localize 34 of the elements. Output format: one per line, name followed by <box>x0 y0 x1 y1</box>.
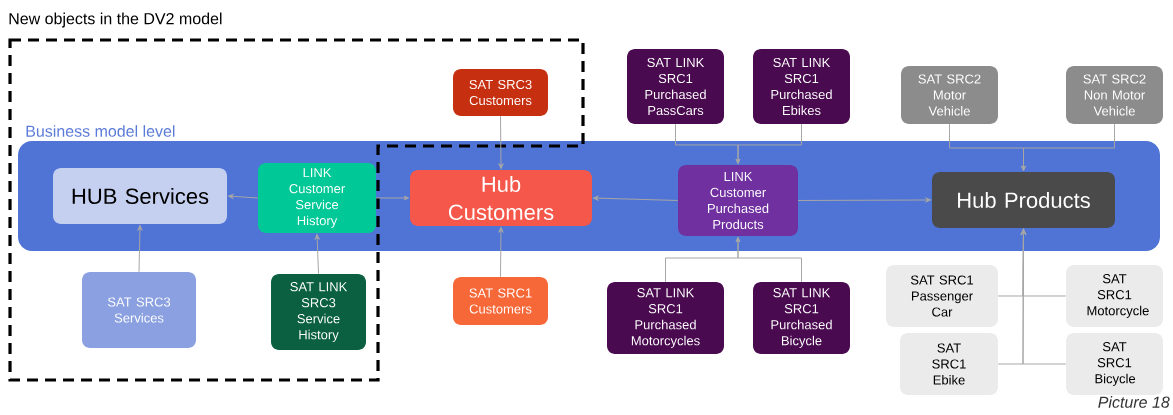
arrow <box>228 194 259 199</box>
band-heading: Business model level <box>26 125 175 137</box>
satellite-box: SAT LINK SRC3 Service History <box>271 274 366 350</box>
satellite-box: SAT SRC3 Customers <box>453 69 548 116</box>
arrow <box>1021 123 1115 172</box>
satellite-box: SAT SRC1 Passenger Car <box>886 265 998 327</box>
arrow <box>1021 228 1067 365</box>
satellite-box: SAT SRC3 Services <box>82 272 196 348</box>
satellite-box: SAT SRC2 Motor Vehicle <box>901 66 998 124</box>
satellite-box: SAT SRC1 Ebike <box>900 333 998 395</box>
satellite-box: SAT SRC1 Bicycle <box>1066 333 1163 395</box>
region-heading: New objects in the DV2 model <box>9 12 222 28</box>
link-box: LINK Customer Service History <box>258 163 376 233</box>
satellite-box: SAT LINK SRC1 Purchased Ebikes <box>753 49 850 124</box>
satellite-box: SAT SRC1 Motorcycle <box>1066 265 1163 327</box>
arrow <box>375 195 410 201</box>
caption: Picture 18 <box>1098 396 1170 408</box>
arrow <box>137 224 143 273</box>
arrow <box>735 123 802 165</box>
hub-box: Hub Customers <box>410 170 592 226</box>
satellite-box: SAT LINK SRC1 Purchased PassCars <box>627 49 724 124</box>
arrow <box>797 197 932 203</box>
hub-box: Hub Products <box>932 172 1115 228</box>
satellite-box: SAT SRC1 Customers <box>453 277 548 325</box>
hub-box: HUB Services <box>53 168 227 224</box>
arrow <box>498 226 504 278</box>
arrow <box>592 195 679 201</box>
arrow <box>314 233 320 275</box>
arrow <box>498 115 504 170</box>
link-box: LINK Customer Purchased Products <box>678 165 798 236</box>
satellite-box: SAT SRC2 Non Motor Vehicle <box>1066 66 1163 124</box>
arrow <box>735 236 802 283</box>
satellite-box: SAT LINK SRC1 Purchased Motorcycles <box>607 282 724 354</box>
satellite-box: SAT LINK SRC1 Purchased Bicycle <box>753 282 850 354</box>
